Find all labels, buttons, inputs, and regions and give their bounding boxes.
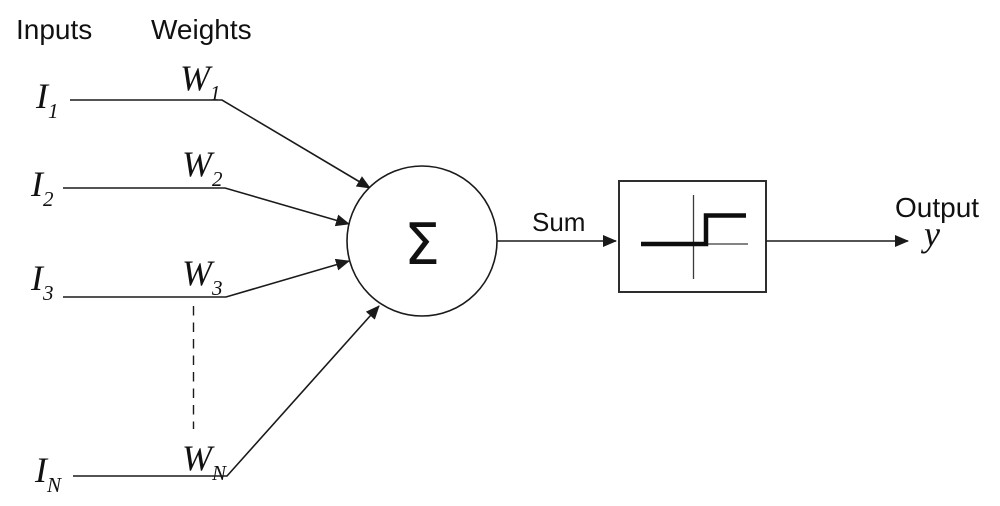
weight-symbol: W [180, 58, 213, 98]
step-function-icon [641, 195, 748, 279]
input-wire-in [73, 305, 380, 477]
activation-box [618, 180, 767, 293]
weight-label-w1: W1 [180, 58, 221, 105]
step-curve [641, 213, 746, 247]
output-symbol: y [921, 214, 940, 254]
weight-subscript: N [211, 461, 227, 485]
input-label-i3: I3 [30, 258, 54, 305]
input-subscript: 1 [48, 99, 59, 123]
weight-label-wn: WN [182, 438, 227, 485]
sum-label: Sum [532, 207, 585, 237]
inputs-header: Inputs [16, 14, 92, 45]
input-label-in: IN [34, 450, 62, 497]
weight-subscript: 3 [211, 276, 223, 300]
input-subscript: 2 [43, 187, 54, 211]
input-wire-i2 [63, 187, 350, 227]
weight-label-w2: W2 [182, 144, 223, 191]
input-subscript: N [46, 473, 62, 497]
input-symbol: I [34, 450, 49, 490]
weight-subscript: 1 [210, 81, 221, 105]
weight-label-w3: W3 [182, 253, 223, 300]
weight-subscript: 2 [212, 167, 223, 191]
input-symbol: I [30, 258, 45, 298]
input-symbol: I [30, 164, 45, 204]
input-wire-i1 [70, 99, 371, 189]
input-symbol: I [35, 76, 50, 116]
weights-header: Weights [151, 14, 252, 45]
weight-symbol: W [182, 438, 215, 478]
input-label-i2: I2 [30, 164, 54, 211]
output-label: Output [895, 192, 979, 223]
weight-symbol: W [182, 144, 215, 184]
sigma-symbol: Σ [404, 212, 440, 278]
input-label-i1: I1 [35, 76, 59, 123]
input-wire-i3 [63, 258, 350, 298]
input-subscript: 3 [42, 281, 54, 305]
weight-symbol: W [182, 253, 215, 293]
